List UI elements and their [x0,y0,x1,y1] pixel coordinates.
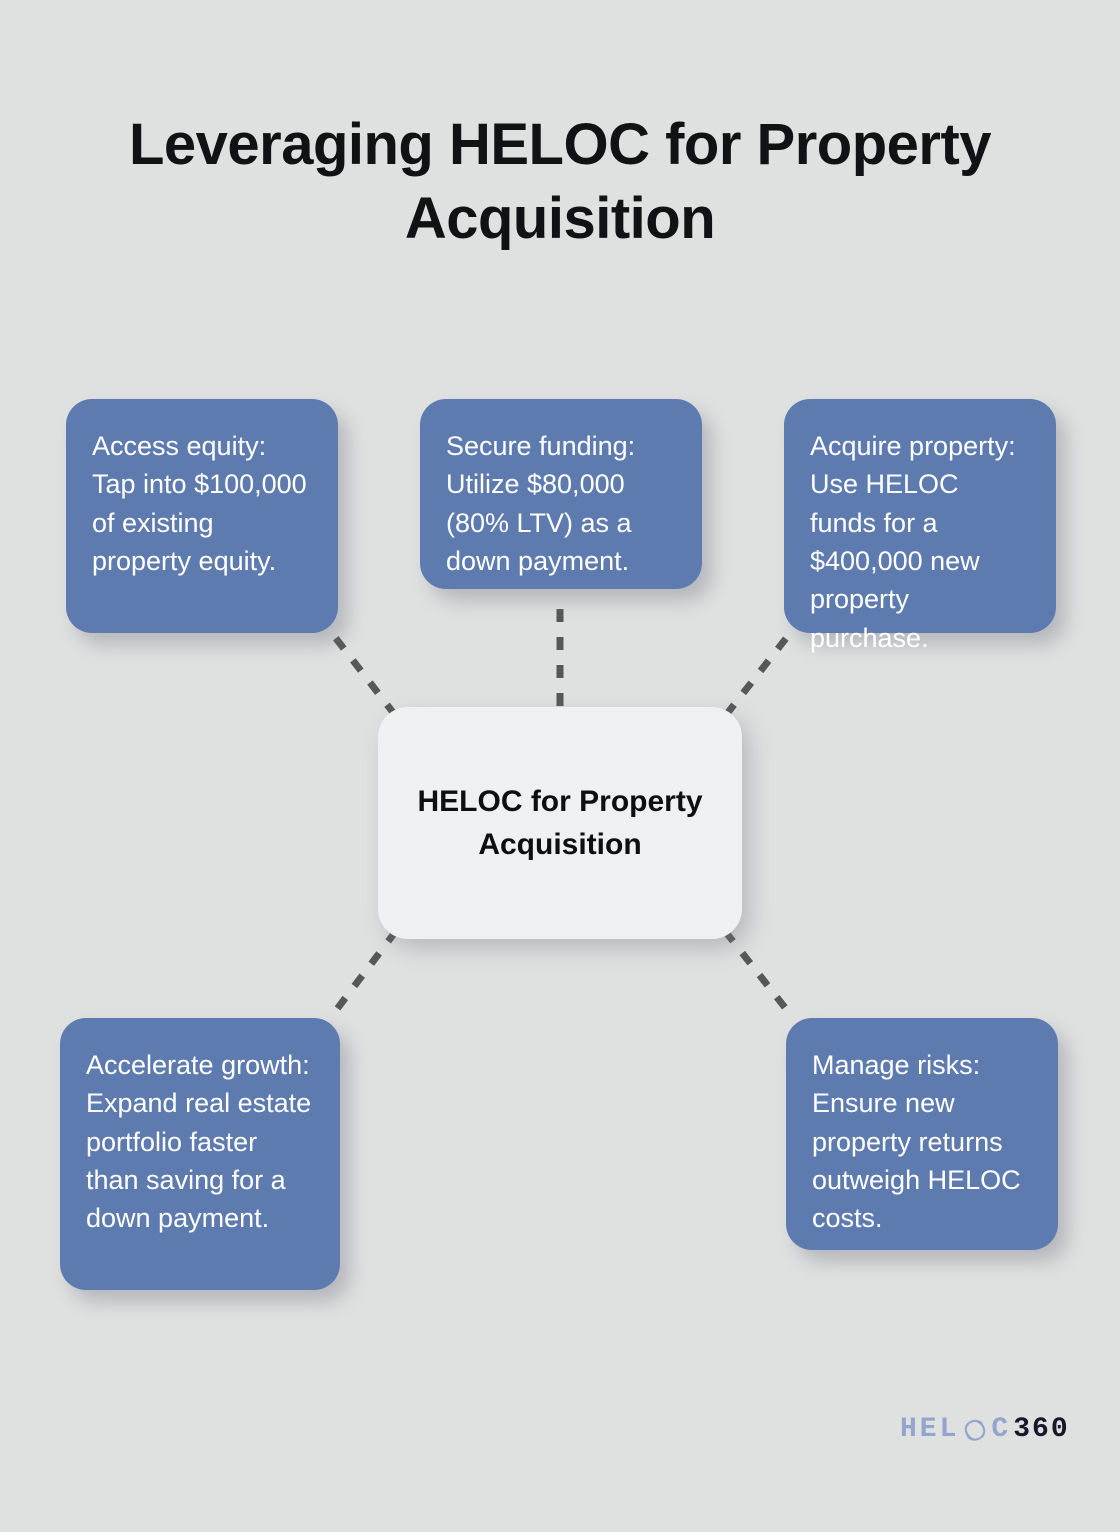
logo-text-360: 360 [1013,1414,1070,1445]
swirl-icon [962,1417,988,1443]
node-access-equity[interactable]: Access equity: Tap into $100,000 of exis… [66,399,338,633]
connector-center-to-manage-risks [722,928,793,1017]
node-center-label: HELOC for Property Acquisition [417,784,703,862]
node-accelerate-growth[interactable]: Accelerate growth: Expand real estate po… [60,1018,340,1290]
heloc360-logo: HEL C 360 [900,1408,1072,1452]
node-manage-risks[interactable]: Manage risks: Ensure new property return… [786,1018,1058,1250]
connector-center-to-acquire-property [723,629,794,718]
node-secure-funding[interactable]: Secure funding: Utilize $80,000 (80% LTV… [420,399,702,589]
logo-text-heloc-prefix: HEL [900,1414,960,1445]
node-manage-risks-label: Manage risks: Ensure new property return… [812,1050,1021,1234]
logo-text-heloc-suffix: C [991,1414,1012,1445]
page-title: Leveraging HELOC for Property Acquisitio… [128,112,992,252]
node-acquire-property-label: Acquire property: Use HELOC funds for a … [810,431,1016,653]
connector-center-to-access-equity [328,629,398,718]
node-accelerate-growth-label: Accelerate growth: Expand real estate po… [86,1050,312,1234]
node-center-heloc-for-property-acquisition[interactable]: HELOC for Property Acquisition [378,707,742,939]
connector-center-to-accelerate-growth [331,928,399,1016]
node-secure-funding-label: Secure funding: Utilize $80,000 (80% LTV… [446,431,636,576]
node-acquire-property[interactable]: Acquire property: Use HELOC funds for a … [784,399,1056,653]
node-access-equity-label: Access equity: Tap into $100,000 of exis… [92,431,307,576]
